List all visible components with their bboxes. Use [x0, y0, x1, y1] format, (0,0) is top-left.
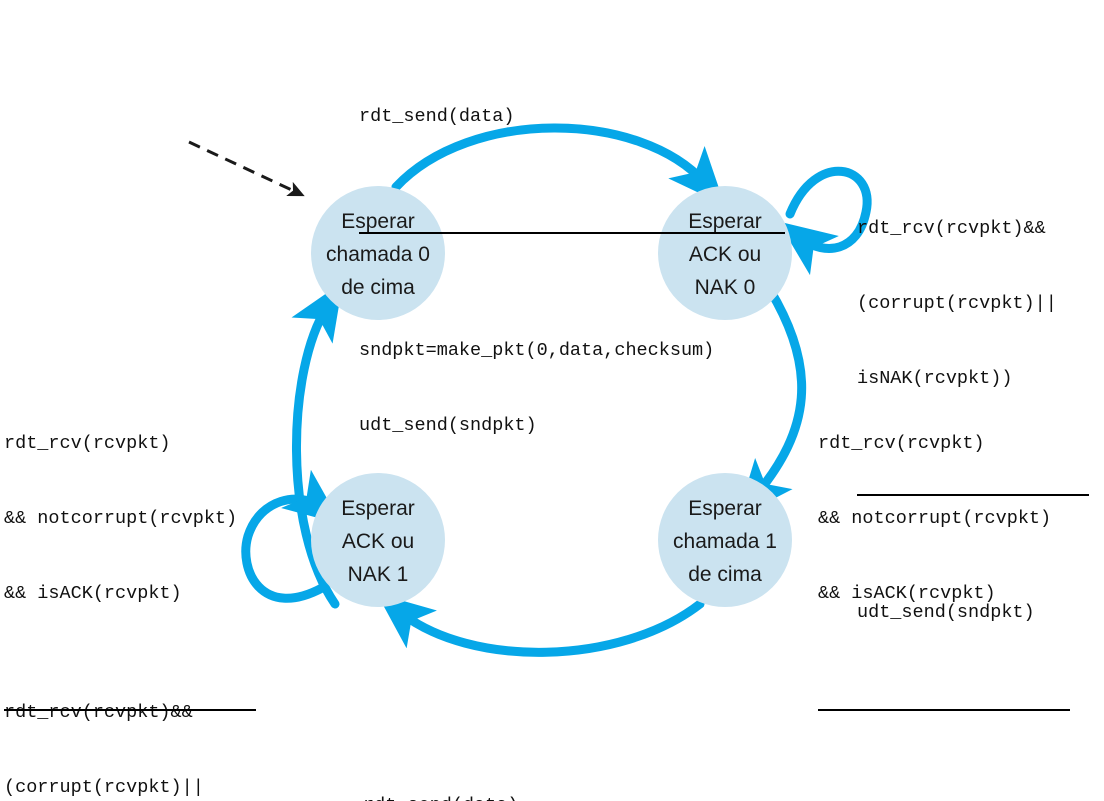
- label-left-transition: rdt_rcv(rcvpkt) && notcorrupt(rcvpkt) &&…: [4, 331, 256, 801]
- state-labels: Esperar chamada 0 de cima Esperar ACK ou…: [326, 210, 777, 586]
- label-self-loop-ack-nak-0-action-1: udt_send(sndpkt): [857, 602, 1035, 623]
- label-self-loop-ack-nak-1-event-1: rdt_rcv(rcvpkt)&&: [4, 702, 193, 723]
- label-bottom-transition-event-1: rdt_send(data): [363, 793, 789, 801]
- state-wait-ack-nak-1-line-2: ACK ou: [342, 530, 414, 553]
- arc-self-loop-ack-nak-0: [778, 166, 872, 276]
- arc-left-transition: [291, 281, 343, 609]
- label-right-transition-event-3: && isACK(rcvpkt): [818, 583, 996, 604]
- label-right-transition-event-1: rdt_rcv(rcvpkt): [818, 433, 985, 454]
- label-right-transition-divider: [818, 709, 1070, 711]
- label-self-loop-ack-nak-0-event-3: isNAK(rcvpkt)): [857, 368, 1013, 389]
- arc-right-transition: [737, 285, 807, 518]
- label-self-loop-ack-nak-1-event-2: (corrupt(rcvpkt)||: [4, 777, 204, 798]
- label-self-loop-ack-nak-1: rdt_rcv(rcvpkt)&& (corrupt(rcvpkt)|| isN…: [4, 600, 242, 801]
- label-top-transition-event-1: rdt_send(data): [359, 106, 515, 127]
- label-self-loop-ack-nak-0-event-2: (corrupt(rcvpkt)||: [857, 293, 1057, 314]
- state-wait-ack-nak-1[interactable]: [311, 473, 445, 607]
- state-wait-ack-nak-0-line-3: NAK 0: [695, 276, 756, 299]
- state-wait-call-1-line-3: de cima: [688, 563, 762, 586]
- state-wait-ack-nak-0-line-1: Esperar: [688, 210, 762, 233]
- label-left-transition-event-3: && isACK(rcvpkt): [4, 583, 182, 604]
- state-wait-call-0-line-3: de cima: [341, 276, 415, 299]
- arc-top-transition: [391, 123, 725, 206]
- label-left-transition-event-1: rdt_rcv(rcvpkt): [4, 433, 171, 454]
- state-wait-call-1-line-2: chamada 1: [673, 530, 777, 553]
- label-right-transition-event-2: && notcorrupt(rcvpkt): [818, 508, 1052, 529]
- label-top-transition-action-2: udt_send(sndpkt): [359, 415, 537, 436]
- label-bottom-transition: rdt_send(data) sndpkt=make_pkt(1,data,ch…: [363, 693, 789, 801]
- label-self-loop-ack-nak-0-divider: [857, 494, 1089, 496]
- label-right-transition: rdt_rcv(rcvpkt) && notcorrupt(rcvpkt) &&…: [818, 331, 1070, 801]
- state-wait-call-0[interactable]: [311, 186, 445, 320]
- state-wait-ack-nak-1-line-1: Esperar: [341, 497, 415, 520]
- state-wait-ack-nak-1-line-3: NAK 1: [348, 563, 409, 586]
- label-top-transition: rdt_send(data) sndpkt=make_pkt(0,data,ch…: [359, 4, 785, 538]
- label-self-loop-ack-nak-0: rdt_rcv(rcvpkt)&& (corrupt(rcvpkt)|| isN…: [857, 116, 1089, 725]
- label-top-transition-action-1: sndpkt=make_pkt(0,data,checksum): [359, 340, 715, 361]
- label-left-transition-divider: [4, 709, 256, 711]
- label-top-transition-divider: [359, 232, 785, 234]
- state-wait-ack-nak-0[interactable]: [658, 186, 792, 320]
- state-wait-ack-nak-0-line-2: ACK ou: [689, 243, 761, 266]
- state-wait-call-1-line-1: Esperar: [688, 497, 762, 520]
- state-wait-call-0-line-2: chamada 0: [326, 243, 430, 266]
- start-arrow-icon: [188, 140, 305, 197]
- arc-bottom-transition: [376, 593, 705, 657]
- arc-self-loop-ack-nak-1: [241, 469, 342, 603]
- label-self-loop-ack-nak-0-event-1: rdt_rcv(rcvpkt)&&: [857, 218, 1046, 239]
- label-left-transition-event-2: && notcorrupt(rcvpkt): [4, 508, 238, 529]
- state-nodes: [311, 186, 792, 607]
- state-wait-call-1[interactable]: [658, 473, 792, 607]
- state-wait-call-0-line-1: Esperar: [341, 210, 415, 233]
